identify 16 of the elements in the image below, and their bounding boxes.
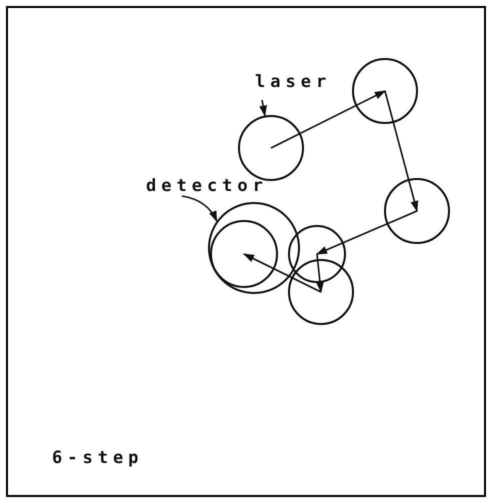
detector-circle [208,202,300,294]
path-arrow [316,254,324,294]
path-arrow [316,210,418,255]
leader-line [182,195,218,222]
callout-label: laser [255,72,332,92]
scattering-circle [352,58,418,124]
step-count-label: 6-step [52,448,144,468]
scattering-circle [288,225,346,283]
leader-line [259,100,267,117]
scattering-circle [384,178,450,244]
path-arrow [384,90,418,212]
scattering-circle [288,259,354,325]
path-arrow [270,90,386,149]
callout-label: detector [146,176,268,196]
path-arrow [243,253,322,293]
scattering-circle [210,220,278,288]
